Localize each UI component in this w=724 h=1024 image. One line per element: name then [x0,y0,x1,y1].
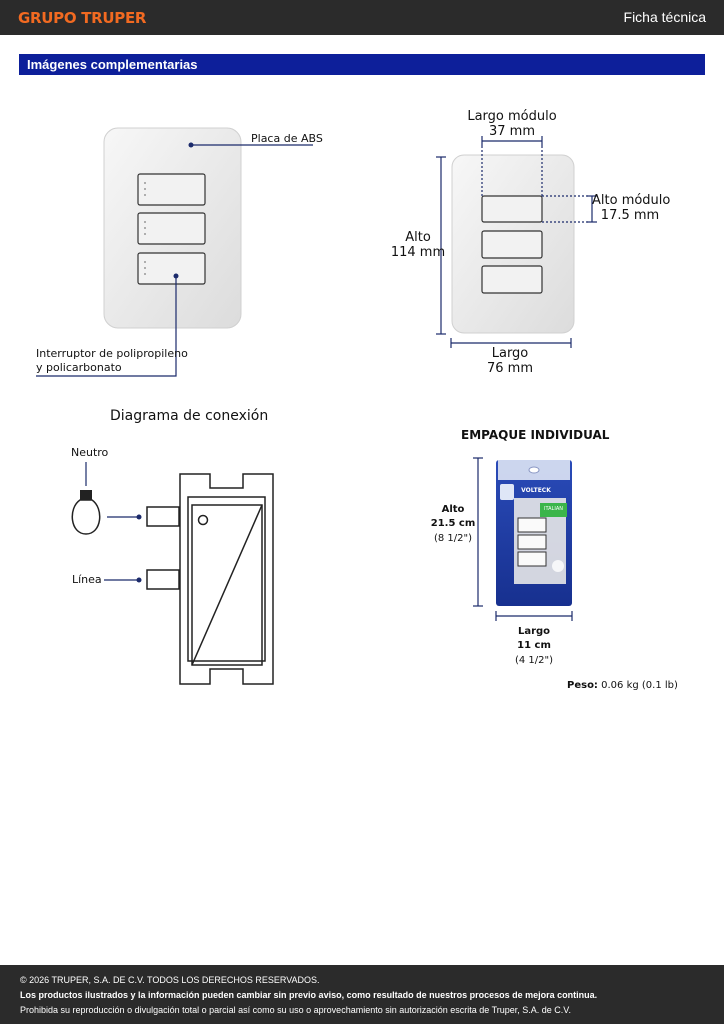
weight-label: Peso: [567,680,598,691]
module-width-value: 37 mm [488,124,535,139]
package-title: EMPAQUE INDIVIDUAL [461,428,610,442]
package-illustration [496,460,572,606]
top-bar: GRUPO TRUPER Ficha técnica [0,0,724,35]
package-weight: Peso: 0.06 kg (0.1 lb) [567,679,678,692]
brand-logo: GRUPO TRUPER [18,9,147,27]
switch-material-label-1: Interruptor de polipropileno [36,347,188,360]
switch-material-label-2: y policarbonato [36,361,122,374]
module-height-label: Alto módulo [592,193,671,208]
package-height-value: 21.5 cm [430,518,476,529]
package-dimension-lines [473,457,573,621]
line-label: Línea [72,573,102,586]
package-brand: VOLTECK [521,487,551,494]
product-plate-illustration [103,127,242,329]
weight-value: 0.06 kg (0.1 lb) [601,680,678,691]
width-label: Largo [491,346,529,361]
neutral-label: Neutro [71,446,109,459]
footer-copyright: © 2026 TRUPER, S.A. DE C.V. TODOS LOS DE… [20,975,320,985]
package-tag: ITALIAN [544,506,563,512]
package-width-imperial: (4 1/2") [514,655,554,666]
package-width-value: 11 cm [517,640,551,651]
connection-diagram [71,462,274,685]
document-type: Ficha técnica [623,9,706,25]
dimension-plate-illustration [451,154,575,334]
pointer-switch [36,273,179,377]
package-height-label: Alto [441,504,465,515]
pointer-plate [188,142,313,148]
package-height-imperial: (8 1/2") [433,533,473,544]
footer-notice: Los productos ilustrados y la informació… [20,990,598,1000]
plate-material-label: Placa de ABS [251,132,323,145]
illustrations [36,127,597,685]
package-width-label: Largo [517,626,551,637]
footer-legal: Prohibida su reproducción o divulgación … [20,1005,571,1015]
module-width-label: Largo módulo [467,109,557,124]
footer: © 2026 TRUPER, S.A. DE C.V. TODOS LOS DE… [0,965,724,1024]
diagram-title: Diagrama de conexión [110,408,269,424]
dimension-lines [436,136,597,348]
section-title: Imágenes complementarias [27,57,198,72]
width-value: 76 mm [486,361,533,376]
module-height-value: 17.5 mm [600,208,660,223]
section-header: Imágenes complementarias [19,54,705,75]
height-label: Alto [405,230,431,245]
height-value: 114 mm [390,245,446,260]
